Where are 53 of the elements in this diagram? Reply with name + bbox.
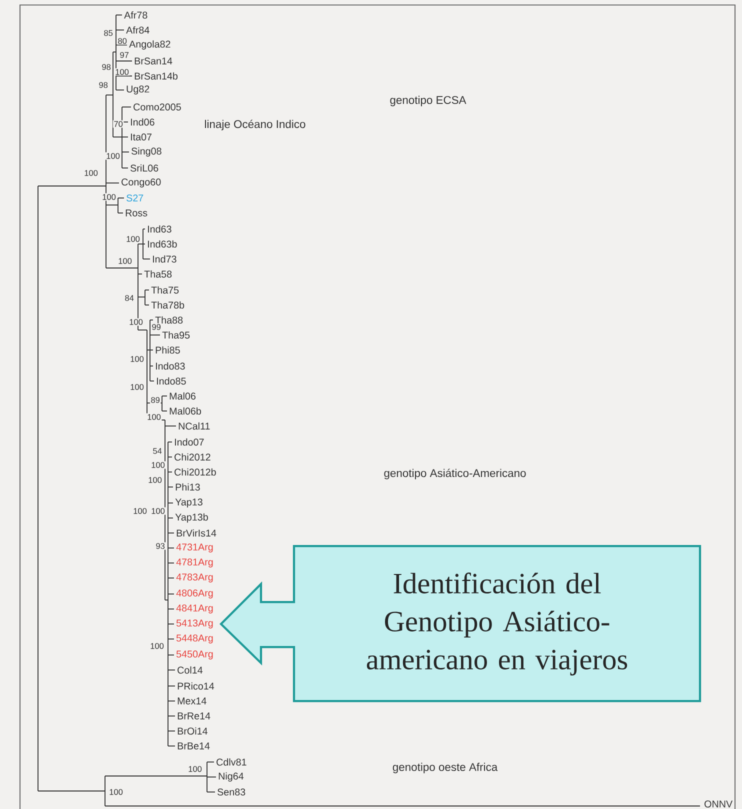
tip-label: BrSan14b xyxy=(133,72,179,80)
tip-label: Tha78b xyxy=(150,300,186,310)
tip-label: Ind63 xyxy=(146,224,173,234)
tip-label: 5448Arg xyxy=(175,634,214,644)
tip-label: Sing08 xyxy=(130,146,163,158)
tip-label: Col14 xyxy=(176,666,204,674)
tip-label: Afr84 xyxy=(125,26,150,34)
tip-label: BrSan14 xyxy=(133,56,174,66)
tip-label: ONNV xyxy=(703,800,734,808)
tip-label: Como2005 xyxy=(132,102,182,112)
tip-label: Ind73 xyxy=(151,254,178,264)
tip-label: PRico14 xyxy=(176,682,216,690)
tip-label: Tha58 xyxy=(143,270,173,278)
tip-label: 5450Arg xyxy=(175,650,214,660)
tip-label: Mal06 xyxy=(168,392,197,400)
tip-label: 4806Arg xyxy=(175,588,214,600)
tip-label: NCal11 xyxy=(177,422,212,430)
tip-label: 4841Arg xyxy=(175,604,214,614)
tip-label: Yap13b xyxy=(174,512,210,524)
tip-label: 4731Arg xyxy=(175,542,214,554)
tip-label: Chi2012b xyxy=(173,468,218,476)
tip-label: 5413Arg xyxy=(175,618,214,630)
clade-label: genotipo oeste Africa xyxy=(392,762,498,774)
tip-label: Angola82 xyxy=(128,40,172,50)
tip-label: Phi13 xyxy=(174,482,202,492)
tip-label: Cdlv81 xyxy=(215,758,248,766)
tip-label: 4781Arg xyxy=(175,558,214,568)
tip-label: Tha95 xyxy=(161,330,191,340)
tip-label: Tha88 xyxy=(154,316,184,324)
tip-label: Mal06b xyxy=(168,406,202,416)
tip-label: Indo83 xyxy=(154,362,186,370)
tip-label: Yap13 xyxy=(174,498,204,508)
tip-label: Phi85 xyxy=(154,346,182,354)
tip-label: Indo07 xyxy=(173,438,206,446)
tip-label: Tha75 xyxy=(150,286,180,294)
tip-label: S27 xyxy=(125,194,144,202)
tip-label: 4783Arg xyxy=(175,572,214,584)
tip-label: Ind63b xyxy=(146,240,178,248)
tip-label: Ita07 xyxy=(129,132,153,142)
tip-label: SriL06 xyxy=(129,164,160,172)
tip-label: Nig64 xyxy=(217,772,245,782)
tip-label: BrVirIs14 xyxy=(175,528,218,538)
tip-label: Indo85 xyxy=(155,376,188,386)
tip-label: Afr78 xyxy=(123,10,148,20)
clade-label: linaje Océano Indico xyxy=(203,118,307,132)
tip-label: Ind06 xyxy=(129,118,156,126)
tip-label: BrOi14 xyxy=(176,726,209,736)
clade-label: genotipo ECSA xyxy=(388,94,468,108)
tip-label: Congo60 xyxy=(120,178,162,188)
tip-label: Chi2012 xyxy=(173,452,212,462)
clade-label: genotipo Asiático-Americano xyxy=(382,468,528,480)
tip-label: Ug82 xyxy=(125,84,150,96)
tip-label: Sen83 xyxy=(216,788,246,796)
